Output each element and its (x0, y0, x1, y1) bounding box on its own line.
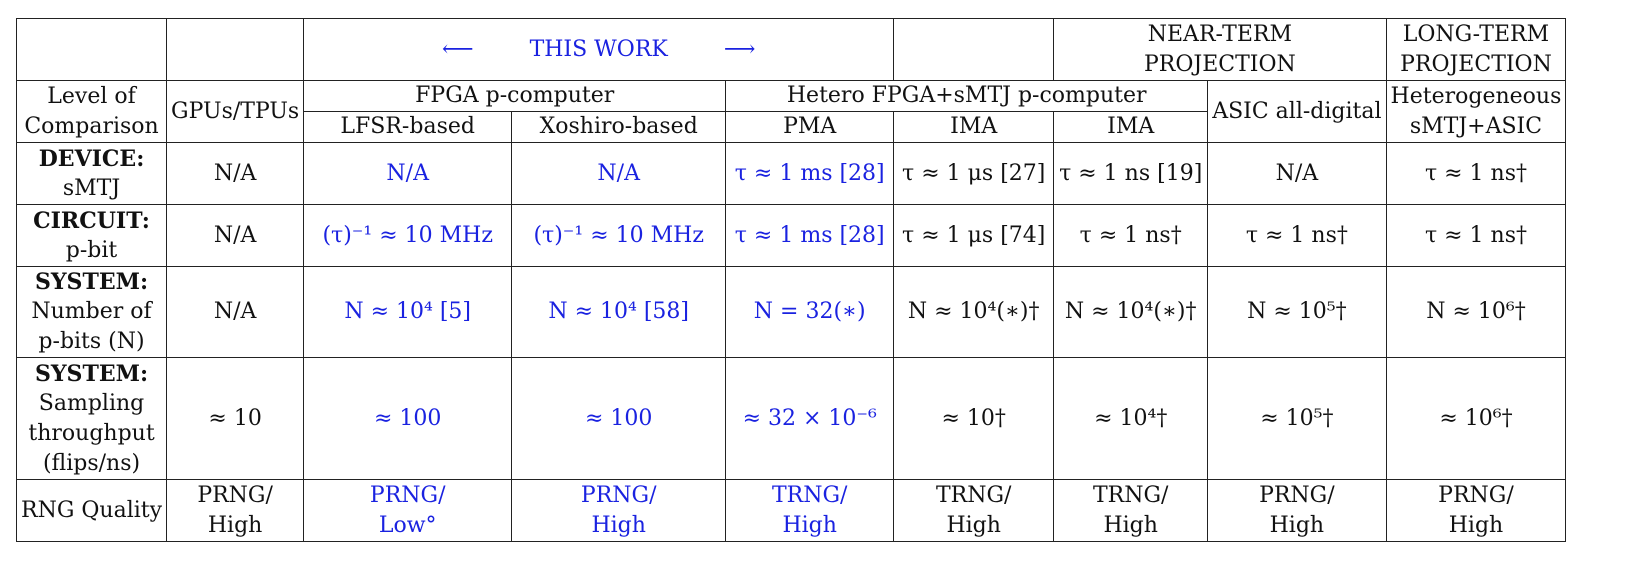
row-label: CIRCUIT: p-bit (15, 204, 168, 267)
table-cell: N/A (511, 142, 727, 205)
table-cell: τ ≈ 1 ns [19] (1053, 142, 1209, 205)
table-cell: ≈ 10⁴† (1053, 357, 1209, 480)
table-cell: τ ≈ 1 ns† (1385, 204, 1567, 267)
table-row: SYSTEM: Number of p-bits (N) N/A N ≈ 10⁴… (15, 266, 1567, 358)
table-cell: ≈ 100 (303, 357, 513, 480)
table-cell: N ≈ 10⁴ [58] (511, 266, 727, 358)
table-cell: PRNG/High (166, 479, 305, 542)
table-cell: PRNG/High (1385, 479, 1567, 542)
table-cell: τ ≈ 1 ns† (1385, 142, 1567, 205)
table-row: SYSTEM: Sampling throughput (flips/ns) ≈… (15, 357, 1567, 480)
table-cell: ≈ 32 × 10⁻⁶ (725, 357, 895, 480)
table-row: DEVICE: sMTJ N/A N/A N/A τ ≈ 1 ms [28] τ… (15, 142, 1567, 205)
table-cell: PRNG/High (511, 479, 727, 542)
lfsr-header: LFSR-based (303, 111, 513, 143)
table-row: CIRCUIT: p-bit N/A (τ)⁻¹ ≈ 10 MHz (τ)⁻¹ … (15, 204, 1567, 267)
xoshiro-header: Xoshiro-based (511, 111, 727, 143)
table-cell: N/A (166, 266, 305, 358)
table-row: RNG Quality PRNG/High PRNG/Low° PRNG/Hig… (15, 479, 1567, 542)
row-label: DEVICE: sMTJ (15, 142, 168, 205)
table-cell: ≈ 100 (511, 357, 727, 480)
ima-header: IMA (893, 111, 1055, 143)
left-arrow-icon: ⟵ (442, 36, 474, 62)
table-cell: PRNG/Low° (303, 479, 513, 542)
empty-header-cell (893, 18, 1055, 81)
table-cell: TRNG/High (725, 479, 895, 542)
table-cell: TRNG/High (893, 479, 1055, 542)
table-cell: ≈ 10⁶† (1385, 357, 1567, 480)
table-cell: N ≈ 10⁴(∗)† (1053, 266, 1209, 358)
table-cell: N/A (1207, 142, 1387, 205)
row-label: RNG Quality (15, 479, 168, 542)
row-label: SYSTEM: Sampling throughput (flips/ns) (15, 357, 168, 480)
table-cell: N/A (166, 204, 305, 267)
table-cell: ≈ 10† (893, 357, 1055, 480)
table-cell: N = 32(∗) (725, 266, 895, 358)
fpga-header: FPGA p-computer (303, 80, 727, 112)
hetero-asic-header: Heterogeneous sMTJ+ASIC (1385, 80, 1567, 143)
table-cell: N ≈ 10⁶† (1385, 266, 1567, 358)
ima-header: IMA (1053, 111, 1209, 143)
empty-header-cell (166, 18, 305, 81)
asic-header: ASIC all-digital (1207, 80, 1387, 143)
level-of-comparison-header: Level of Comparison (15, 80, 168, 143)
long-term-header: LONG-TERM PROJECTION (1385, 18, 1567, 81)
table-cell: N/A (166, 142, 305, 205)
table-cell: τ ≈ 1 ms [28] (725, 142, 895, 205)
table-cell: N/A (303, 142, 513, 205)
table-cell: N ≈ 10⁴ [5] (303, 266, 513, 358)
table-cell: τ ≈ 1 ns† (1207, 204, 1387, 267)
table-cell: N ≈ 10⁴(∗)† (893, 266, 1055, 358)
table-cell: τ ≈ 1 μs [74] (893, 204, 1055, 267)
near-term-header: NEAR-TERM PROJECTION (1053, 18, 1387, 81)
comparison-table: ⟵THIS WORK⟶ NEAR-TERM PROJECTION LONG-TE… (15, 18, 1567, 542)
table-cell: TRNG/High (1053, 479, 1209, 542)
table-cell: (τ)⁻¹ ≈ 10 MHz (303, 204, 513, 267)
pma-header: PMA (725, 111, 895, 143)
table-cell: PRNG/High (1207, 479, 1387, 542)
gpus-header: GPUs/TPUs (166, 80, 305, 143)
table-cell: ≈ 10⁵† (1207, 357, 1387, 480)
table-cell: N ≈ 10⁵† (1207, 266, 1387, 358)
row-label: SYSTEM: Number of p-bits (N) (15, 266, 168, 358)
table-cell: ≈ 10 (166, 357, 305, 480)
table-cell: τ ≈ 1 ms [28] (725, 204, 895, 267)
right-arrow-icon: ⟶ (723, 36, 756, 62)
this-work-header: ⟵THIS WORK⟶ (303, 18, 895, 81)
table-cell: (τ)⁻¹ ≈ 10 MHz (511, 204, 727, 267)
table-cell: τ ≈ 1 ns† (1053, 204, 1209, 267)
hetero-header: Hetero FPGA+sMTJ p-computer (725, 80, 1209, 112)
table-cell: τ ≈ 1 μs [27] (893, 142, 1055, 205)
corner-cell (15, 18, 168, 81)
